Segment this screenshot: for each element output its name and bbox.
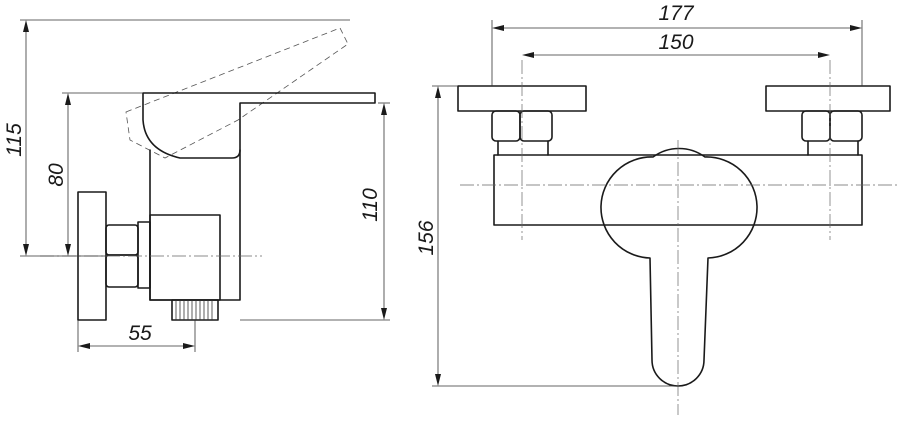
side-view: 115 80 110 55 (3, 19, 390, 352)
nut-upper (105, 224, 139, 256)
nut-lower (105, 254, 139, 288)
front-view: 177 150 156 (415, 2, 900, 415)
dim-label-156: 156 (415, 220, 438, 255)
dim-label-115: 115 (3, 123, 26, 157)
lever-front (600, 147, 758, 387)
dim-label-177: 177 (658, 2, 694, 25)
body-inner-block (149, 214, 221, 301)
mixer-body (149, 149, 241, 301)
lever-handle (142, 92, 376, 159)
threaded-outlet (171, 299, 219, 321)
dim-label-150: 150 (658, 31, 693, 54)
nut-left-a (491, 110, 521, 142)
nut-left-b (519, 110, 553, 142)
dim-label-110: 110 (359, 188, 382, 222)
outlet-threads (175, 300, 213, 320)
dim-label-55: 55 (128, 322, 152, 345)
flange-right (765, 85, 891, 112)
connecting-pipe (137, 221, 151, 289)
nut-right-b (829, 110, 863, 142)
lever-raised-outline (125, 27, 349, 159)
nut-right-a (801, 110, 831, 142)
dim-label-80: 80 (45, 163, 68, 187)
